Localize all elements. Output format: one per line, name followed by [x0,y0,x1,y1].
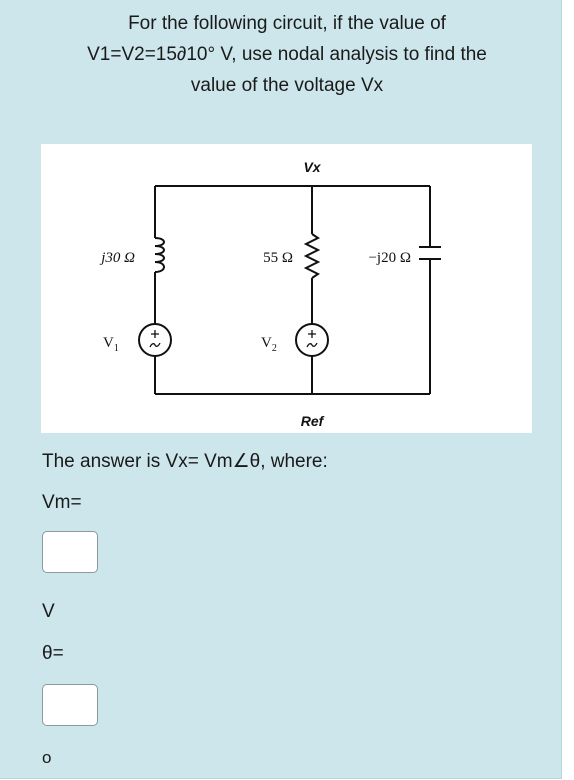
theta-unit-degree: o [42,748,52,767]
question-line-1: For the following circuit, if the value … [128,13,446,34]
capacitor-label: −j20 Ω [368,250,411,266]
node-ref-label: Ref [301,413,325,429]
circuit-figure: Vx Ref j30 Ω 55 Ω −j20 Ω V1 V2 [41,144,532,433]
resistor-symbol [303,233,321,279]
question-line-2: V1=V2=15∂10° V, use nodal analysis to fi… [87,44,487,65]
vm-label: Vm= [42,492,82,513]
node-vx-label: Vx [303,159,321,175]
theta-input[interactable] [42,684,98,726]
source-v1-symbol [138,323,172,357]
source-v1-label: V1 [103,335,119,354]
question-line-3: value of the voltage Vx [190,75,384,96]
inductor-label: j30 Ω [99,250,135,266]
source-v2-label: V2 [261,335,277,354]
circuit-diagram: Vx Ref j30 Ω 55 Ω −j20 Ω V1 V2 [99,159,441,429]
theta-label: θ= [42,643,64,664]
vm-input[interactable] [42,531,98,573]
question-card: For the following circuit, if the value … [0,0,562,779]
answer-prompt: The answer is Vx= Vm∠θ, where: [42,451,328,472]
vm-unit: V [42,601,55,622]
inductor-symbol [154,237,165,273]
source-v2-symbol [295,323,329,357]
resistor-label: 55 Ω [263,250,293,266]
